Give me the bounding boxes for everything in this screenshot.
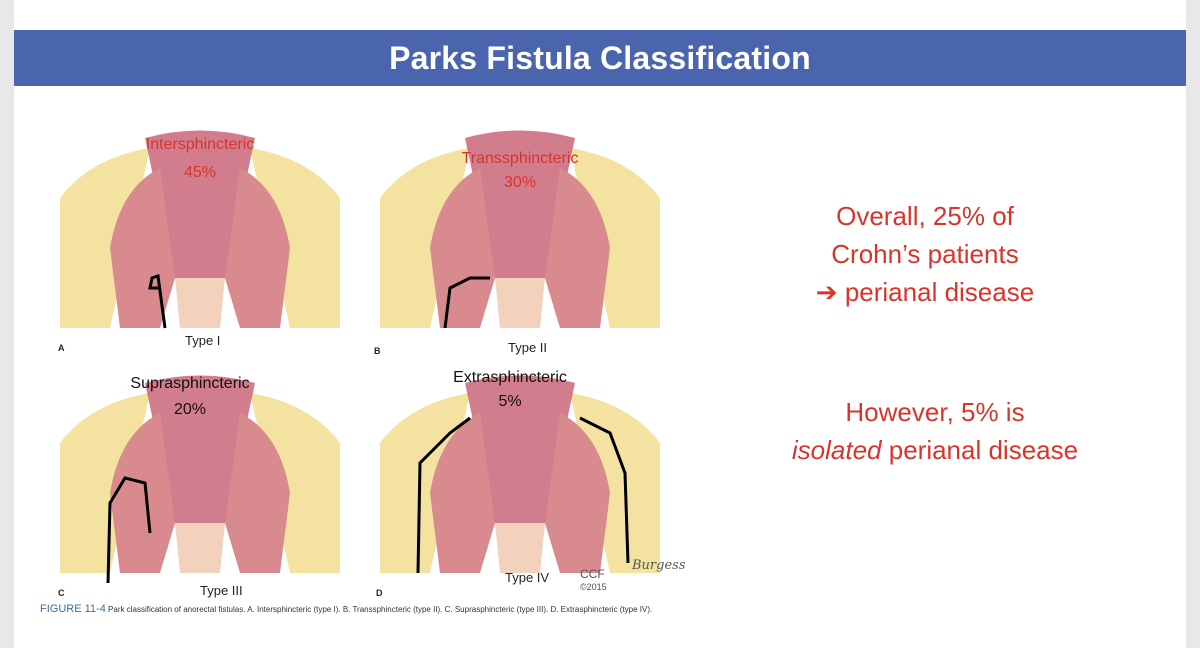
anatomy-illustration-a bbox=[60, 130, 340, 329]
fistula-figure: Intersphincteric 45% Type I A Transsphin… bbox=[40, 128, 686, 618]
anatomy-illustration-c bbox=[60, 375, 340, 584]
panel-letter-c: C bbox=[58, 588, 65, 598]
arrow-icon: ➔ bbox=[815, 277, 838, 307]
overall-note-line1: Overall, 25% of bbox=[836, 201, 1014, 231]
type-iv-label: Type IV bbox=[505, 570, 550, 585]
anatomy-illustration-d bbox=[380, 375, 660, 574]
ccf-year: ©2015 bbox=[580, 582, 607, 592]
isolated-note-line2: isolated perianal disease bbox=[740, 431, 1130, 469]
figure-caption: FIGURE 11-4 Park classification of anore… bbox=[40, 604, 680, 615]
overall-note-line2: Crohn’s patients bbox=[831, 239, 1019, 269]
type-i-name: Intersphincteric bbox=[145, 136, 255, 153]
type-iii-name: Suprasphincteric bbox=[130, 375, 250, 392]
type-ii-percent: 30% bbox=[503, 174, 537, 191]
isolated-emphasis: isolated bbox=[791, 435, 882, 465]
slide-title: Parks Fistula Classification bbox=[389, 39, 811, 76]
panel-letter-b: B bbox=[374, 346, 381, 356]
anatomy-illustration-b bbox=[380, 130, 660, 329]
overall-note-line3-text: perianal disease bbox=[844, 277, 1035, 307]
type-i-label: Type I bbox=[185, 333, 221, 348]
type-i-percent: 45% bbox=[183, 164, 217, 181]
type-ii-name: Transsphincteric bbox=[461, 150, 579, 167]
type-iv-name: Extrasphincteric bbox=[453, 369, 567, 386]
isolated-note-rest: perianal disease bbox=[881, 435, 1079, 465]
overall-note: Overall, 25% of Crohn’s patients ➔ peria… bbox=[760, 197, 1090, 311]
type-ii-label: Type II bbox=[508, 340, 548, 355]
panel-d: Extrasphincteric 5% Type IV D bbox=[370, 369, 670, 598]
type-iii-label: Type III bbox=[200, 583, 243, 598]
panel-letter-d: D bbox=[376, 588, 383, 598]
type-iii-percent: 20% bbox=[173, 401, 207, 418]
type-iv-percent: 5% bbox=[498, 393, 522, 410]
panel-a: Intersphincteric 45% Type I A bbox=[50, 128, 350, 353]
caption-label: FIGURE 11-4 bbox=[40, 603, 106, 615]
isolated-note: However, 5% is isolated perianal disease bbox=[740, 393, 1130, 469]
isolated-note-line1: However, 5% is bbox=[845, 397, 1025, 427]
caption-text: Park classification of anorectal fistula… bbox=[108, 605, 653, 614]
ccf-text: CCF bbox=[580, 567, 605, 581]
illustrator-signature: Burgess bbox=[632, 558, 686, 573]
title-bar: Parks Fistula Classification bbox=[14, 30, 1186, 86]
ccf-watermark: CCF ©2015 bbox=[580, 568, 607, 593]
panel-c: Suprasphincteric 20% Type III C bbox=[50, 373, 350, 598]
overall-note-line3: ➔ perianal disease bbox=[760, 273, 1090, 311]
panel-b: Transsphincteric 30% Type II B bbox=[370, 128, 670, 356]
panel-letter-a: A bbox=[58, 343, 65, 353]
